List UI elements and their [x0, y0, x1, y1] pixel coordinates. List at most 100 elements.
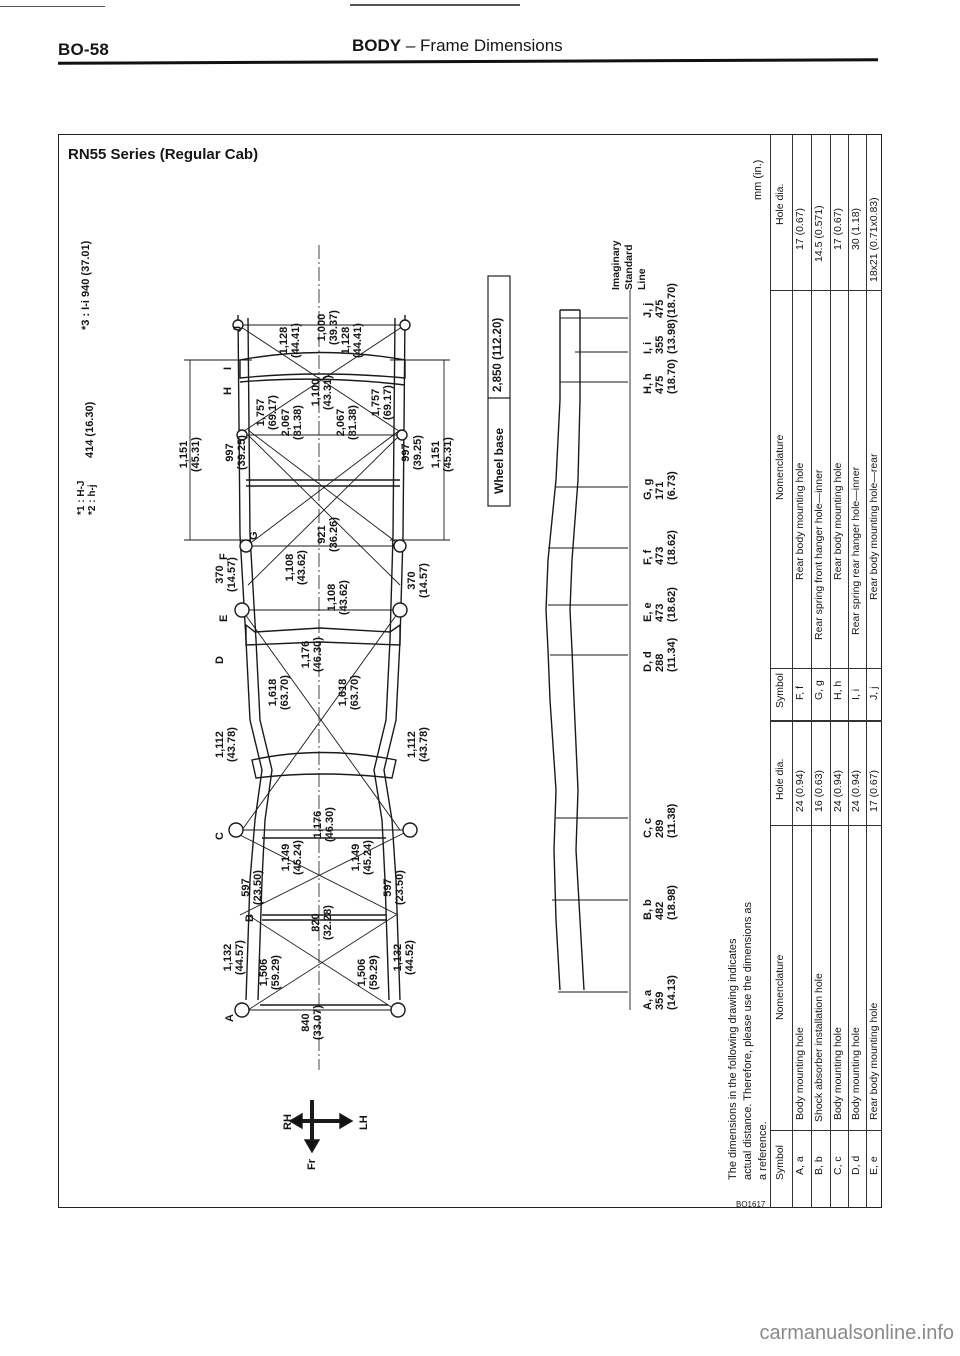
figure-title: RN55 Series (Regular Cab): [68, 146, 259, 163]
point-C: C: [214, 832, 226, 840]
table-cell-nomenclature: Body mounting hole: [850, 1027, 862, 1120]
table-border: [830, 134, 831, 1208]
dim-g-h: 997(39.25): [224, 435, 248, 470]
direction-fr-label: Fr: [306, 1159, 318, 1170]
table-divider: [770, 290, 882, 291]
table-cell-symbol: E, e: [868, 1156, 880, 1175]
table-cell-nomenclature: Rear body mounting hole: [868, 1002, 880, 1120]
figure-id: BO1617: [736, 1200, 766, 1209]
table-header-nomenclature-right: Nomenclature: [774, 434, 786, 500]
dim-d-C: 1,618(63.70): [337, 675, 361, 710]
point-B: B: [244, 914, 256, 922]
dim-c-B: 1,149(45.24): [350, 840, 374, 875]
dim-g-h-right: 997(39.25): [400, 435, 424, 470]
dim-h-G: 2,067(81.38): [335, 405, 359, 440]
note-1-2-value: 414 (16.30): [84, 401, 96, 458]
table-cell-nomenclature: Rear spring rear hanger hole—inner: [850, 466, 862, 635]
reference-note: The dimensions in the following drawing …: [727, 901, 769, 1180]
table-border: [811, 134, 812, 1208]
table-header-symbol-right: Symbol: [774, 672, 786, 708]
unit-label: mm (in.): [752, 159, 764, 200]
dim-h-h: 1,100(43.31): [310, 375, 334, 410]
table-cell-nomenclature: Body mounting hole: [794, 1027, 806, 1120]
table-cell-hole-dia: 14.5 (0.571): [813, 205, 825, 262]
dim-h-F: 1,757(69.17): [370, 385, 394, 420]
point-F: F: [218, 553, 230, 560]
page-title: BODY – Frame Dimensions: [352, 36, 563, 55]
dim-h-f: 1,757(69.17): [255, 395, 279, 430]
table-divider: [770, 825, 882, 826]
dim-a-B: 1,506(59.29): [356, 955, 380, 990]
dim-i-j: 1,128(44.41): [340, 323, 364, 358]
table-cell-symbol: A, a: [794, 1156, 806, 1175]
dim-j-i: 1,128(44.41): [278, 323, 302, 358]
point-I: I: [222, 366, 234, 370]
dim-h-g: 2,067(81.38): [280, 405, 304, 440]
wheel-base-value: 2,850 (112.20): [492, 317, 504, 392]
point-J: J: [232, 325, 244, 332]
point-E: E: [218, 614, 230, 622]
page-subtitle: Frame Dimensions: [420, 36, 563, 55]
table-cell-hole-dia: 24 (0.94): [832, 769, 844, 812]
dim-e-f: 1,108(43.62): [284, 550, 308, 585]
table-header-nomenclature-left: Nomenclature: [774, 954, 786, 1020]
dim-g-j-left: 1,151(45.31): [178, 437, 202, 472]
table-cell-nomenclature: Rear spring front hanger hole—inner: [813, 469, 825, 640]
dim-A-a: 840(33.07): [300, 1005, 324, 1040]
table-header-hole-dia-left: Hole dia.: [774, 758, 786, 800]
table-border: [792, 134, 793, 1208]
point-G: G: [248, 531, 260, 540]
table-divider: [770, 668, 882, 669]
figure-box: [58, 134, 882, 1208]
table-header-hole-dia-right: Hole dia.: [774, 183, 786, 225]
table-cell-symbol: D, d: [850, 1155, 862, 1175]
table-cell-symbol: B, b: [813, 1156, 825, 1175]
dim-g-j-right: 1,151(45.31): [430, 437, 454, 472]
page-header: BO-58 BODY – Frame Dimensions: [58, 36, 878, 64]
table-cell-symbol: H, h: [832, 680, 844, 700]
dim-C-c: 1,176(46.30): [312, 807, 336, 842]
dim-E-F: 370(14.57): [214, 557, 238, 592]
dim-e-F: 1,108(43.62): [326, 580, 350, 615]
table-cell-symbol: J, j: [868, 686, 880, 700]
watermark-link[interactable]: carmanualsonline.info: [759, 1322, 954, 1344]
table-cell-hole-dia: 17 (0.67): [832, 207, 844, 250]
dim-e-f-right: 370(14.57): [406, 563, 430, 598]
dim-B-C: 597(23.50): [240, 870, 264, 905]
table-border: [866, 134, 867, 1208]
table-cell-nomenclature: Rear body mounting hole—rear: [868, 453, 880, 601]
dim-A-B: 1,132(44.57): [222, 940, 246, 975]
table-cell-nomenclature: Body mounting hole: [832, 1027, 844, 1120]
dim-D-d: 1,176(46.30): [300, 637, 324, 672]
table-cell-hole-dia: 24 (0.94): [850, 769, 862, 812]
section-name: BODY: [352, 36, 402, 55]
table-divider: [770, 720, 882, 722]
dim-D-c: 1,618(63.70): [267, 675, 291, 710]
direction-lh-label: LH: [358, 1115, 370, 1130]
dim-C-D: 1,112(43.78): [214, 727, 238, 762]
table-cell-hole-dia: 30 (1.18): [850, 207, 862, 250]
table-cell-symbol: G, g: [813, 680, 825, 700]
page-number: BO-58: [58, 40, 110, 59]
table-border: [770, 134, 771, 1208]
point-A: A: [224, 1014, 236, 1022]
table-cell-nomenclature: Shock absorber installation hole: [813, 973, 825, 1122]
table-cell-hole-dia: 17 (0.67): [868, 769, 880, 812]
dim-C-b: 1,149(45.24): [280, 840, 304, 875]
direction-rh-label: RH: [282, 1114, 294, 1130]
table-cell-nomenclature: Rear body mounting hole: [794, 462, 806, 580]
table-cell-symbol: C, c: [832, 1156, 844, 1175]
table-divider: [770, 1130, 882, 1131]
table-header-symbol-left: Symbol: [774, 1144, 786, 1180]
dim-G-g: 921(36.26): [316, 517, 340, 552]
